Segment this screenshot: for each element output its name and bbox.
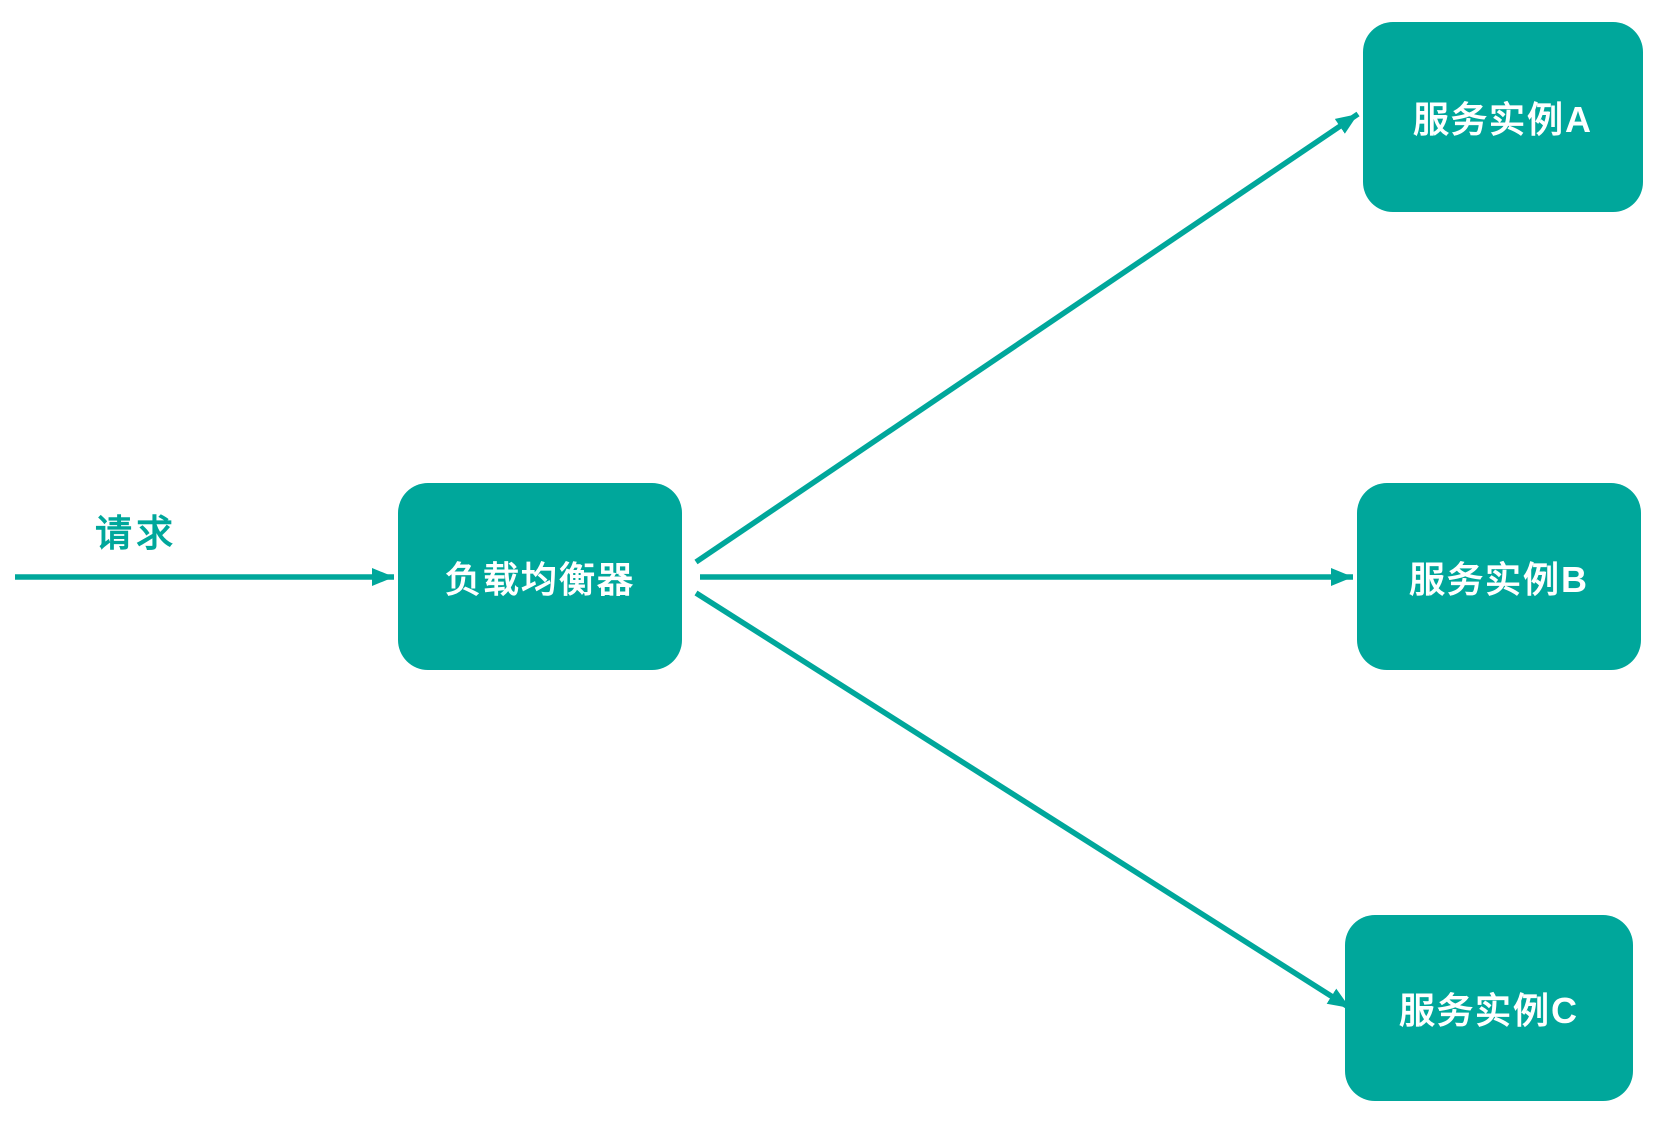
node-service-instance-c-label: 服务实例C [1399, 990, 1579, 1031]
node-load-balancer-label: 负载均衡器 [444, 558, 635, 600]
node-service-instance-a[interactable]: 服务实例A [1363, 22, 1643, 212]
edge-load-balancer-to-service-c [694, 590, 1352, 1011]
node-load-balancer[interactable]: 负载均衡器 [398, 483, 682, 670]
node-service-instance-c[interactable]: 服务实例C [1345, 915, 1633, 1101]
node-service-instance-b[interactable]: 服务实例B [1357, 483, 1641, 670]
edge-load-balancer-to-service-a [694, 111, 1360, 565]
request-edge-label: 请求 [95, 513, 177, 554]
node-service-instance-a-label: 服务实例A [1413, 99, 1593, 140]
node-service-instance-b-label: 服务实例B [1409, 558, 1589, 600]
